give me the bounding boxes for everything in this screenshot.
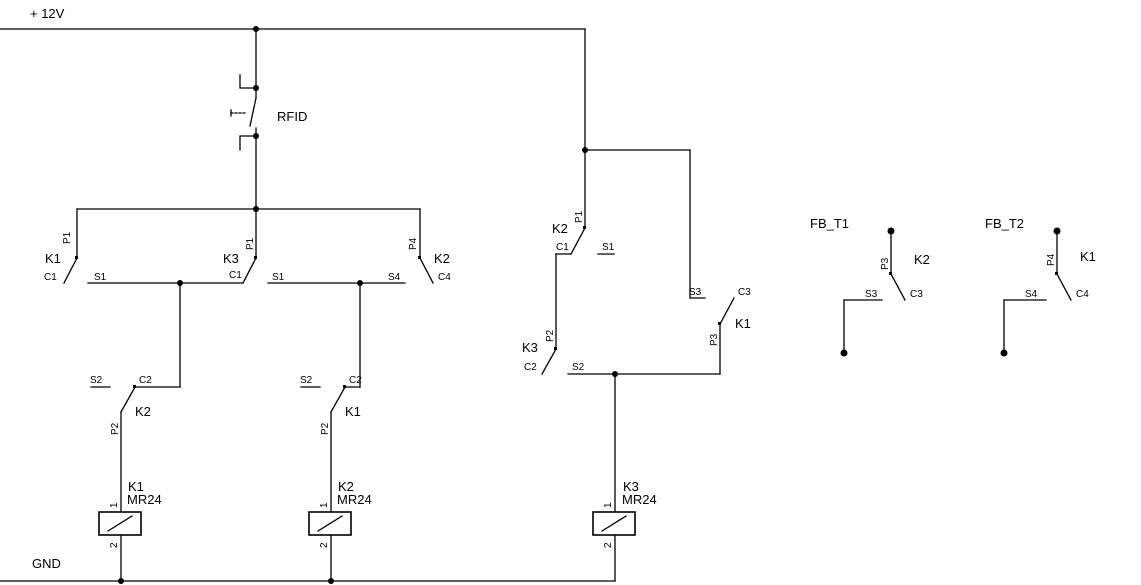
relay-type: MR24 [337, 492, 372, 507]
pin-label: S2 [90, 375, 103, 386]
relay-name: K2 [338, 479, 354, 494]
pin-label: S1 [94, 272, 107, 283]
pin-label: S3 [689, 287, 702, 298]
branch-k2-coil [300, 282, 361, 582]
ground-label: GND [32, 556, 61, 571]
rfid-label: RFID [277, 109, 307, 124]
pin-label: P4 [408, 237, 419, 250]
fb-t2-label: FB_T2 [985, 216, 1024, 231]
pin-label: 2 [109, 542, 120, 548]
pin-label: P1 [574, 210, 585, 223]
pin-label: 1 [603, 502, 614, 508]
pin-label: P2 [545, 329, 556, 342]
contact-k2-p4 [359, 257, 434, 284]
pin-label: C4 [1076, 289, 1089, 300]
pin-label: S3 [865, 289, 878, 300]
relay-label: K1 [735, 316, 751, 331]
pin-label: 1 [109, 502, 120, 508]
relay-name: K3 [623, 479, 639, 494]
pin-label: C4 [438, 272, 451, 283]
relay-name: K1 [128, 479, 144, 494]
pin-label: C1 [556, 242, 569, 253]
contact-k1-p1 [63, 257, 181, 284]
pin-label: S1 [272, 272, 285, 283]
k3-latch-circuit [541, 149, 735, 582]
fb-t1-contact [843, 230, 906, 354]
coil-k3 [592, 511, 636, 536]
relay-label: K1 [45, 251, 61, 266]
pin-label: S4 [1025, 289, 1038, 300]
relay-label: K1 [345, 404, 361, 419]
distribution-bus [76, 208, 421, 259]
supply-label: + 12V [30, 6, 65, 21]
branch-k1-coil [90, 282, 181, 582]
coil-k1 [98, 511, 142, 536]
pin-label: C1 [44, 272, 57, 283]
junction-dots [118, 26, 1061, 584]
pin-label: P3 [880, 257, 891, 270]
pin-label: S2 [300, 375, 313, 386]
pin-label: S2 [572, 362, 585, 373]
relay-label: K1 [1080, 249, 1096, 264]
relay-type: MR24 [622, 492, 657, 507]
relay-label: K2 [434, 251, 450, 266]
relay-label: K2 [914, 252, 930, 267]
relay-label: K2 [135, 404, 151, 419]
relay-label: K3 [223, 251, 239, 266]
pin-label: P3 [709, 333, 720, 346]
pin-label: P2 [110, 422, 121, 435]
pin-label: S4 [388, 272, 401, 283]
relay-label: K3 [522, 340, 538, 355]
coil-k2 [308, 511, 352, 536]
fb-t1-label: FB_T1 [810, 216, 849, 231]
pin-label: C1 [229, 270, 242, 281]
relay-type: MR24 [127, 492, 162, 507]
pin-label: C3 [910, 289, 923, 300]
pin-label: S1 [602, 242, 615, 253]
pin-label: P1 [245, 237, 256, 250]
pin-label: P4 [1046, 253, 1057, 266]
pin-label: 2 [319, 542, 330, 548]
rfid-switch [230, 28, 257, 210]
pin-label: P1 [62, 231, 73, 244]
pin-label: C2 [524, 362, 537, 373]
contact-ticks [75, 226, 1058, 388]
contact-k3-p1 [179, 208, 361, 284]
fb-t2-contact [1003, 230, 1072, 354]
pin-label: P2 [320, 422, 331, 435]
relay-label: K2 [552, 221, 568, 236]
pin-label: C2 [349, 375, 362, 386]
pin-label: 1 [319, 502, 330, 508]
supply-rail [0, 28, 586, 151]
pin-label: C3 [738, 287, 751, 298]
pin-label: C2 [139, 375, 152, 386]
pin-label: 2 [603, 542, 614, 548]
